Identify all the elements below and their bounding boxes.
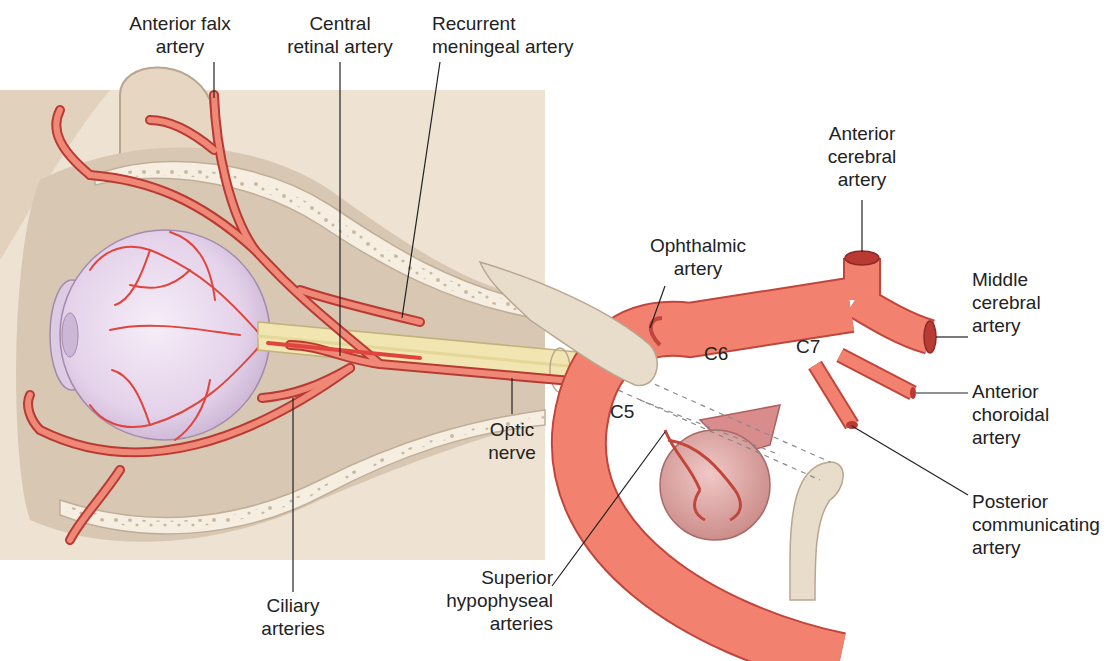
skull-background: [0, 68, 545, 561]
part-label: Central retinal artery: [284, 12, 396, 58]
ophthalmic-branches: [70, 470, 120, 540]
leader-lines: [292, 398, 293, 592]
ophthalmic-branches: [268, 343, 420, 358]
internal-carotid-artery: [855, 300, 930, 337]
ophthalmic-branches: [28, 395, 40, 430]
leader-lines: [650, 286, 665, 328]
internal-carotid-artery: [815, 365, 852, 425]
leader-lines: [402, 62, 440, 318]
ophthalmic-branches: [40, 368, 350, 452]
eyeball: [90, 247, 265, 340]
leader-lines: [916, 392, 968, 393]
eyeball: [170, 232, 215, 300]
sella-structures: [640, 400, 780, 455]
part-label: Anterior choroidal artery: [972, 380, 1082, 449]
eyeball: [110, 326, 240, 335]
part-label: Anterior falx artery: [125, 12, 235, 58]
internal-carotid-artery: [840, 355, 913, 393]
eyeball: [90, 232, 265, 440]
part-label: Posterior communicating artery: [972, 490, 1117, 559]
eyeball: [130, 270, 190, 288]
internal-carotid-artery: [840, 355, 913, 393]
leader-lines: [213, 62, 214, 98]
part-label: Ciliary arteries: [255, 594, 331, 640]
leader-lines: [552, 432, 665, 586]
eyeball: [62, 313, 78, 357]
part-label: C5: [610, 400, 650, 423]
internal-carotid-artery: [730, 490, 740, 520]
eyeball: [90, 340, 265, 427]
internal-carotid-artery: [910, 387, 916, 399]
eyeball: [50, 230, 270, 440]
sella-structures: [790, 462, 843, 600]
leader-lines: [861, 200, 862, 252]
leader-lines: [214, 62, 968, 592]
ophthalmic-branches: [150, 120, 214, 150]
ophthalmic-branches: [56, 110, 90, 175]
internal-carotid-artery: [668, 440, 735, 490]
part-label: Superior hypophyseal arteries: [441, 566, 553, 635]
internal-carotid-artery: [579, 251, 936, 660]
internal-carotid-artery: [695, 490, 705, 520]
internal-carotid-artery: [855, 300, 930, 337]
part-label: C6: [704, 342, 744, 365]
leader-lines: [936, 336, 968, 337]
part-label: Ophthalmic artery: [646, 234, 750, 280]
anterior-clinoid: [480, 262, 657, 386]
ophthalmic-branches: [90, 175, 255, 250]
part-label: Optic nerve: [477, 418, 547, 464]
anterior-clinoid: [480, 262, 657, 386]
ophthalmic-branches: [56, 110, 90, 175]
ophthalmic-branches: [262, 368, 350, 398]
leader-lines: [339, 62, 340, 356]
leader-lines: [852, 426, 968, 495]
ophthalmic-branches: [28, 395, 40, 430]
part-label: Middle cerebral artery: [972, 268, 1072, 337]
internal-carotid-artery: [815, 365, 852, 425]
ophthalmic-branches: [70, 470, 120, 540]
ophthalmic-branches: [150, 120, 214, 150]
eyeball: [115, 250, 150, 305]
internal-carotid-artery: [579, 258, 930, 660]
ophthalmic-branches: [214, 95, 380, 364]
ophthalmic-branches: [40, 368, 350, 452]
part-label: Anterior cerebral artery: [820, 122, 904, 191]
eyeball: [112, 370, 150, 425]
leader-lines: [511, 378, 512, 414]
ophthalmic-branches: [214, 95, 380, 364]
internal-carotid-artery: [579, 258, 930, 660]
part-label: Recurrent meningeal artery: [432, 12, 602, 58]
eyeball: [60, 230, 270, 440]
internal-carotid-artery: [846, 421, 858, 429]
eyeball: [175, 380, 210, 440]
sella-structures: [660, 430, 770, 540]
part-label: C7: [796, 335, 836, 358]
internal-carotid-artery: [845, 251, 879, 265]
internal-carotid-artery: [665, 430, 740, 520]
internal-carotid-artery: [924, 321, 936, 353]
sella-structures: [600, 382, 820, 480]
